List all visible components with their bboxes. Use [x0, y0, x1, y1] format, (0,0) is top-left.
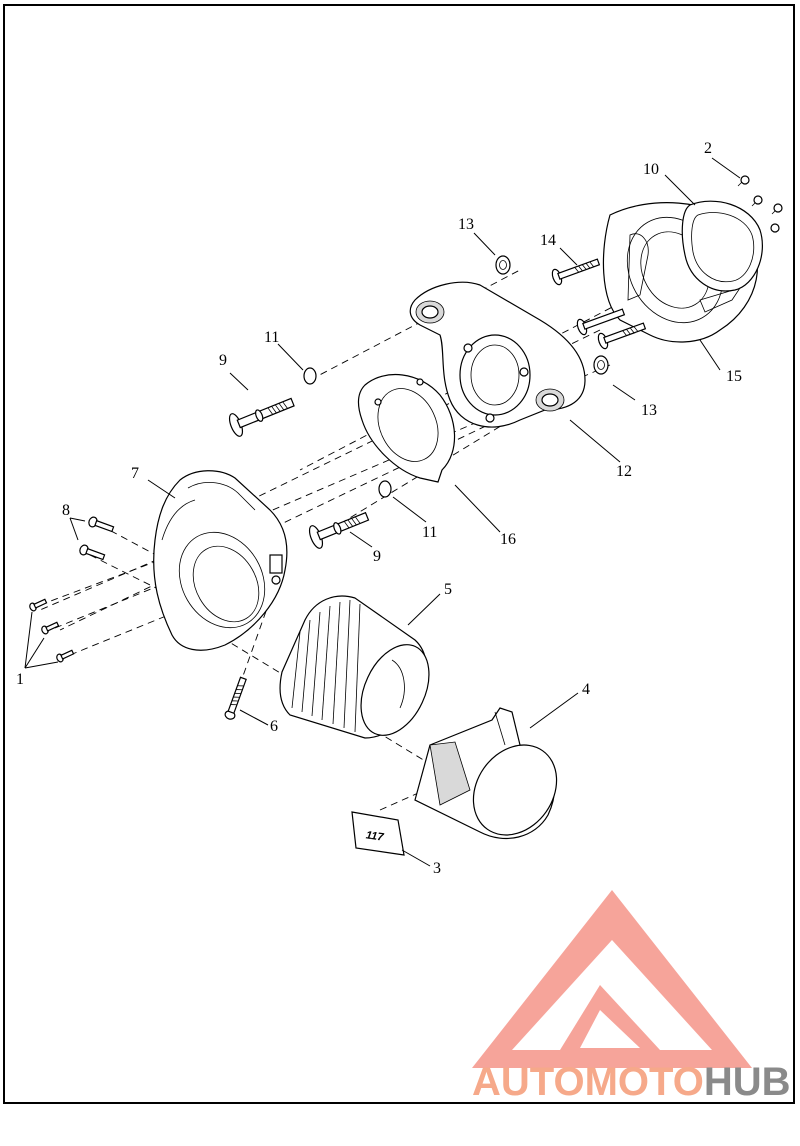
callout-1: 1 [16, 671, 24, 688]
watermark-auto: AUTO [472, 1060, 585, 1104]
callout-11b: 11 [422, 524, 437, 541]
callout-3: 3 [433, 860, 441, 877]
callout-12: 12 [616, 463, 632, 480]
bolts-14 [551, 258, 647, 350]
callout-6: 6 [270, 718, 278, 735]
diagram-frame [3, 4, 795, 1104]
callout-numbers: 1 2 3 4 5 6 7 8 9 9 10 11 11 12 13 13 14… [16, 140, 742, 877]
watermark-moto: MOTO [585, 1060, 704, 1104]
callout-10: 10 [643, 161, 659, 178]
screw-6 [224, 676, 247, 720]
callout-11a: 11 [264, 329, 279, 346]
filter-pleats [291, 599, 361, 733]
washers-13 [495, 255, 609, 375]
watermark-hub: HUB [704, 1060, 791, 1104]
gasket-10 [681, 200, 763, 292]
callout-4: 4 [582, 681, 590, 698]
screws-8 [79, 516, 115, 561]
screws-1 [29, 598, 75, 663]
watermark-text: AUTOMOTOHUB [472, 1060, 791, 1104]
callout-8: 8 [62, 502, 70, 519]
breather-bolts-9 [228, 397, 370, 549]
screws-2 [737, 175, 783, 233]
callout-16: 16 [500, 531, 516, 548]
filter-5 [279, 595, 430, 739]
callout-7: 7 [131, 465, 139, 482]
callout-5: 5 [444, 581, 452, 598]
callout-2: 2 [704, 140, 712, 157]
o-rings-11 [303, 367, 392, 498]
housing-7 [153, 470, 288, 651]
bracket-12 [409, 281, 586, 428]
watermark-logo [472, 890, 752, 1068]
callout-15: 15 [726, 368, 742, 385]
cover-4 [414, 707, 558, 840]
badge-label: 117 [365, 829, 385, 843]
callout-13b: 13 [641, 402, 657, 419]
badge-3: 117 [351, 811, 405, 856]
callout-9b: 9 [373, 548, 381, 565]
callout-9a: 9 [219, 352, 227, 369]
callout-14: 14 [540, 232, 556, 249]
leader-lines [24, 157, 741, 867]
callout-13a: 13 [458, 216, 474, 233]
plate-16 [357, 373, 456, 483]
